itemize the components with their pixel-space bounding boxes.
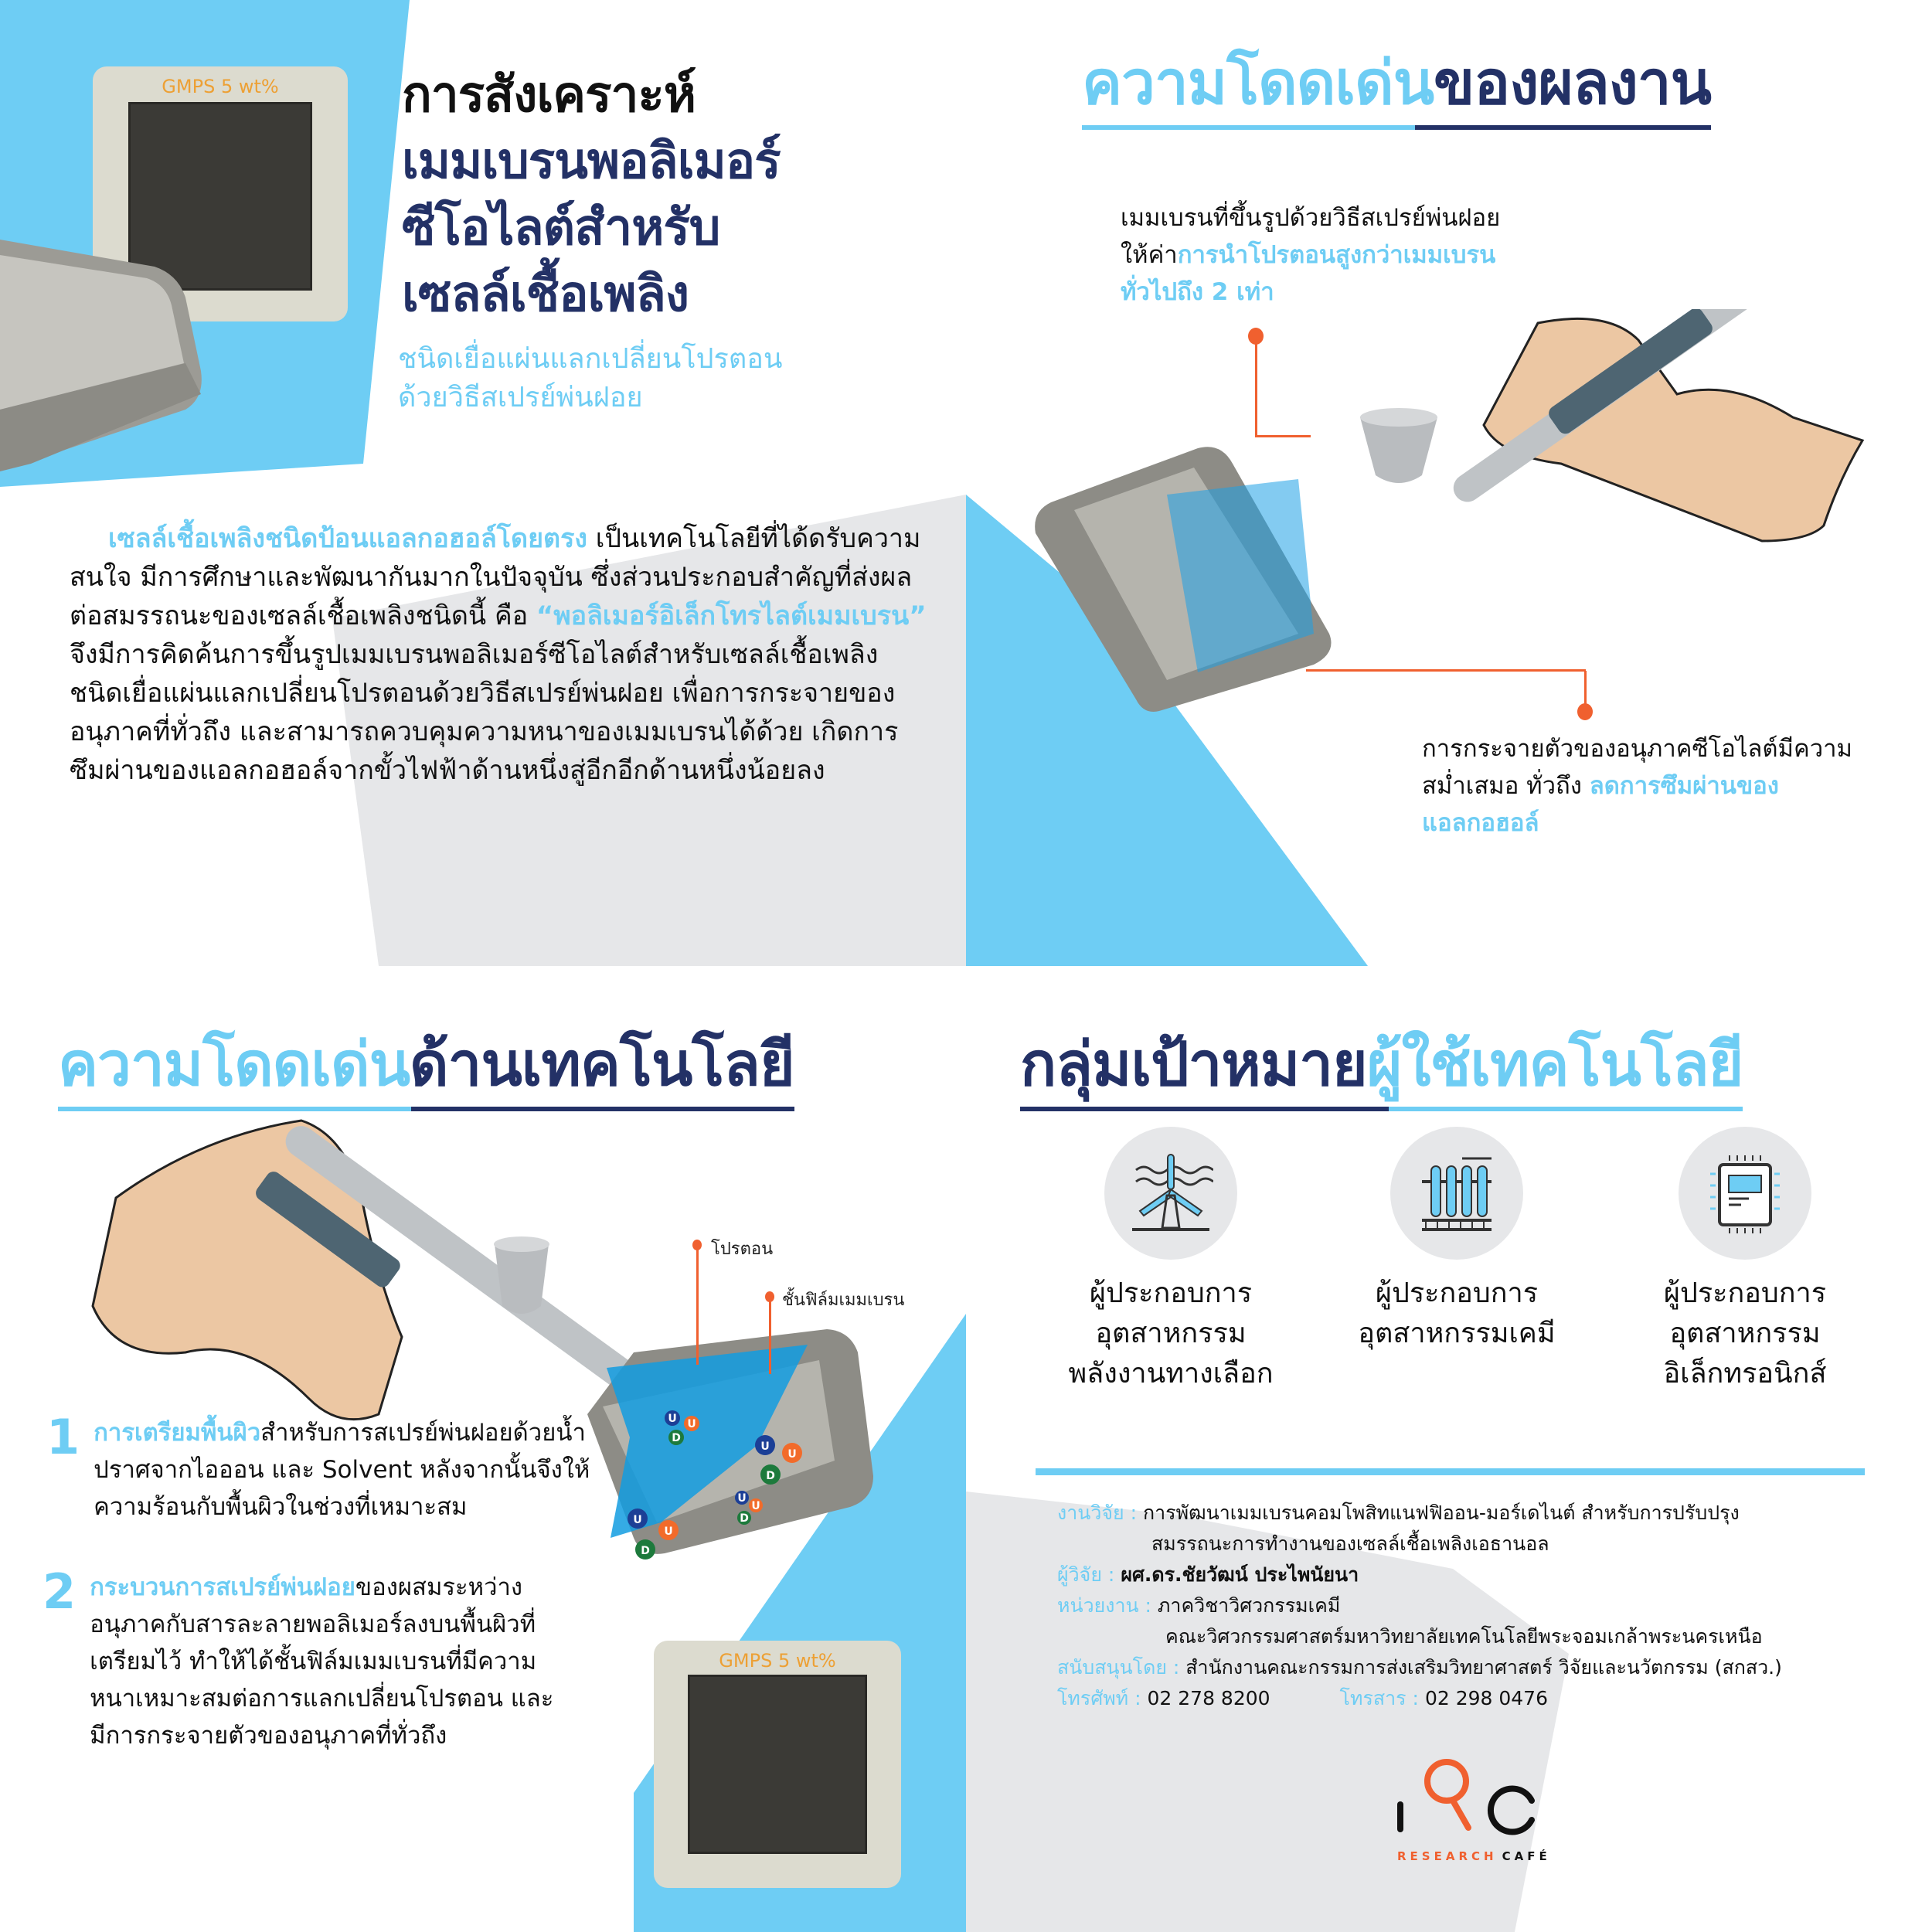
step-text: การเตรียมพื้นผิวสำหรับการสเปรย์พ่นฝอยด้ว… — [94, 1419, 590, 1521]
rc-logo-icon — [1397, 1759, 1535, 1835]
gmps-sample-card-bottom: GMPS 5 wt% — [654, 1641, 901, 1888]
callout-line — [1255, 435, 1311, 437]
section-title-technology: ความโดดเด่นด้านเทคโนโลยี — [58, 1028, 795, 1111]
logo-word-research: RESEARCH — [1397, 1849, 1498, 1863]
svg-text:U: U — [668, 1413, 676, 1425]
wind-turbine-icon — [1104, 1127, 1237, 1260]
svg-text:U: U — [633, 1514, 641, 1526]
svg-text:D: D — [672, 1432, 681, 1444]
proton-label: โปรตอน — [711, 1240, 774, 1259]
callout-proton-conductivity: เมมเบรนที่ขึ้นรูปด้วยวิธีสเปรย์พ่นฝอยให้… — [1121, 204, 1501, 306]
page-title: การสังเคราะห์ เมมเบรนพอลิเมอร์ ซีโอไลต์ส… — [402, 62, 781, 328]
film-label: ชั้นฟิล์มเมมเบรน — [782, 1291, 905, 1310]
logo-word-cafe: CAFÉ — [1502, 1849, 1551, 1863]
info-research: งานวิจัย : การพัฒนาเมมเบรนคอมโพสิทแนฟฟิอ… — [1057, 1502, 1740, 1524]
intro-highlight-1: เซลล์เชื้อเพลิงชนิดป้อนแอลกอฮอล์โดยตรง — [108, 523, 587, 554]
section-title-results: ความโดดเด่นของผลงาน — [1082, 46, 1712, 130]
section-title-light: ผู้ใช้เทคโนโลยี — [1366, 1030, 1744, 1100]
proton-label-line — [696, 1249, 699, 1365]
membrane-micrograph — [688, 1675, 867, 1854]
svg-text:U: U — [687, 1418, 696, 1430]
step-1: 1 การเตรียมพื้นผิวสำหรับการสเปรย์พ่นฝอยด… — [46, 1409, 603, 1526]
section-title-dark: ด้านเทคโนโลยี — [410, 1030, 795, 1100]
svg-text:D: D — [641, 1545, 650, 1557]
intro-text-2: จึงมีการคิดค้นการขึ้นรูปเมมเบรนพอลิเมอร์… — [70, 639, 899, 786]
step-number: 2 — [43, 1563, 77, 1620]
fuel-cell-box-illustration — [0, 240, 202, 471]
callout-zeolite-dispersion: การกระจายตัวของอนุภาคซีโอไลต์มีความสม่ำเ… — [1422, 735, 1852, 837]
svg-text:U: U — [751, 1500, 760, 1512]
info-support: สนับสนุนโดย : สำนักงานคณะกรรมการส่งเสริม… — [1057, 1656, 1782, 1679]
membrane-micrograph — [128, 102, 312, 291]
title-line-3: ซีโอไลต์สำหรับ — [402, 199, 720, 257]
svg-text:U: U — [760, 1440, 769, 1453]
callout-line — [1255, 340, 1257, 437]
callout-line — [1584, 671, 1587, 706]
title-line-1: การสังเคราะห์ — [402, 66, 696, 124]
step-text: กระบวนการสเปรย์พ่นฝอยของผสมระหว่างอนุภาค… — [90, 1573, 554, 1750]
info-unit-cont: คณะวิศวกรรมศาสตร์มหาวิทยาลัยเทคโนโลยีพระ… — [1165, 1625, 1763, 1648]
section-title-light: ความโดดเด่น — [58, 1030, 410, 1100]
callout-line — [1306, 669, 1586, 672]
svg-text:U: U — [737, 1492, 746, 1505]
gmps-label: GMPS 5 wt% — [719, 1650, 836, 1672]
callout-dot — [1248, 328, 1264, 345]
section-title-target: กลุ่มเป้าหมายผู้ใช้เทคโนโลยี — [1020, 1028, 1744, 1111]
film-label-dot — [765, 1291, 774, 1302]
target-group-chemical: ผู้ประกอบการ อุตสาหกรรมเคมี — [1333, 1127, 1580, 1354]
info-unit: หน่วยงาน : ภาควิชาวิศวกรรมเคมี — [1057, 1594, 1341, 1617]
microchip-icon — [1679, 1127, 1811, 1260]
svg-text:D: D — [740, 1512, 749, 1525]
gmps-label: GMPS 5 wt% — [162, 76, 279, 97]
section-title-light: ความโดดเด่น — [1082, 49, 1434, 118]
proton-label-dot — [692, 1240, 702, 1250]
step-2: 2 กระบวนการสเปรย์พ่นฝอยของผสมระหว่างอนุภ… — [43, 1563, 599, 1754]
svg-text:D: D — [766, 1470, 775, 1482]
airbrush-hand-illustration — [1035, 309, 1865, 712]
page-subtitle: ชนิดเยื่อแผ่นแลกเปลี่ยนโปรตอน ด้วยวิธีสเ… — [398, 340, 782, 417]
film-label-line — [769, 1301, 771, 1374]
subtitle-line-1: ชนิดเยื่อแผ่นแลกเปลี่ยนโปรตอน — [398, 343, 783, 375]
intro-paragraph: เซลล์เชื้อเพลิงชนิดป้อนแอลกอฮอล์โดยตรง เ… — [70, 519, 927, 790]
section-title-dark: ของผลงาน — [1434, 49, 1712, 118]
test-tubes-icon — [1390, 1127, 1523, 1260]
title-line-4: เซลล์เชื้อเพลิง — [402, 266, 689, 323]
step-number: 1 — [46, 1409, 80, 1465]
research-info: งานวิจัย : การพัฒนาเมมเบรนคอมโพสิทแนฟฟิอ… — [1057, 1498, 1782, 1714]
intro-text-1: เป็นเทคโนโลยีที่ได้ดรับความสนใจ มีการศึก… — [70, 523, 921, 631]
divider-line — [1036, 1468, 1865, 1475]
intro-highlight-2: “พอลิเมอร์อิเล็กโทรไลต์เมมเบรน” — [536, 600, 927, 631]
target-group-electronics: ผู้ประกอบการ อุตสาหกรรม อิเล็กทรอนิกส์ — [1621, 1127, 1869, 1394]
info-researcher: ผู้วิจัย : ผศ.ดร.ชัยวัฒน์ ประไพนัยนา — [1057, 1563, 1359, 1586]
subtitle-line-2: ด้วยวิธีสเปรย์พ่นฝอย — [398, 382, 643, 413]
target-group-alt-energy: ผู้ประกอบการ อุตสาหกรรม พลังงานทางเลือก — [1047, 1127, 1294, 1394]
title-line-2: เมมเบรนพอลิเมอร์ — [402, 133, 781, 190]
airbrush-spray-illustration: U U D U U D U U D U U D — [91, 1119, 873, 1560]
info-research-cont: สมรรถนะการทำงานของเซลล์เชื้อเพลิงเอธานอล — [1151, 1532, 1549, 1555]
svg-text:U: U — [664, 1526, 672, 1538]
callout-dot — [1577, 703, 1593, 720]
svg-text:U: U — [787, 1448, 796, 1461]
section-title-dark: กลุ่มเป้าหมาย — [1020, 1030, 1368, 1100]
